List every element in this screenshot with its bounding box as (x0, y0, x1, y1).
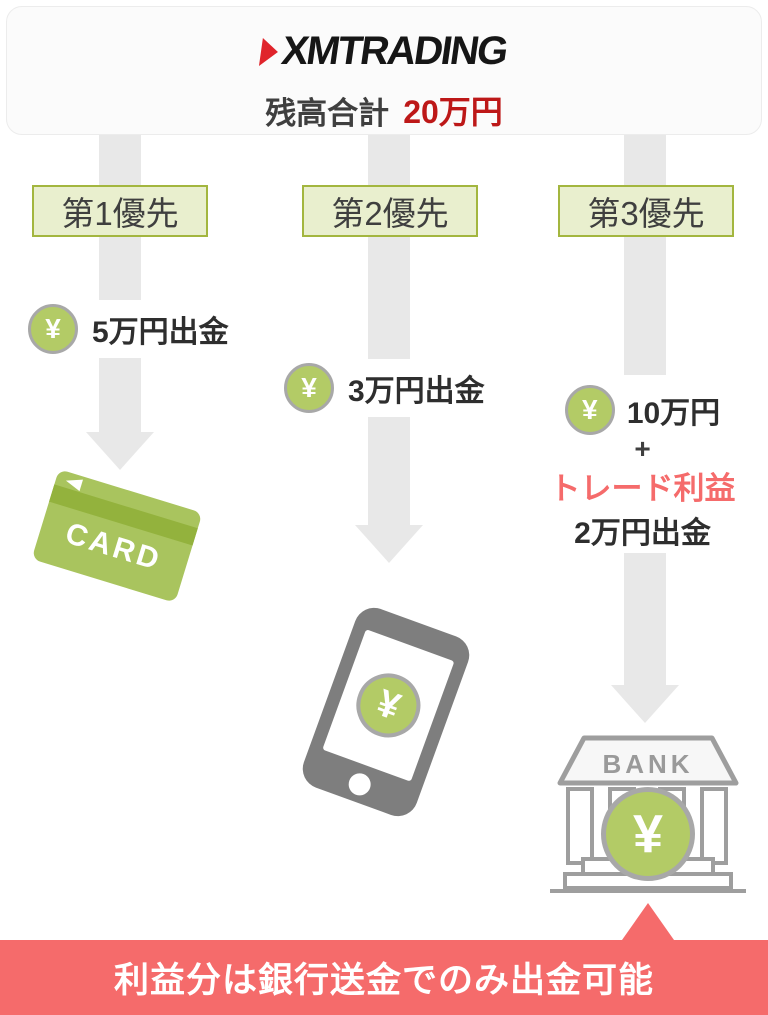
bank-label: BANK (602, 749, 693, 779)
phone-home-button (345, 770, 374, 799)
balance-label: 残高合計 (265, 95, 390, 131)
withdrawal-amount-3b: 2万円出金 (574, 517, 711, 550)
xmtrading-logo: XMTRADING (258, 29, 510, 74)
balance-header-card: XMTRADING 残高合計 20万円 (6, 6, 762, 135)
yen-coin-icon: ¥ (601, 787, 695, 881)
priority-label-3: 第3優先 (558, 185, 734, 237)
phone-screen: ¥ (322, 629, 455, 782)
smartphone-graphic: ¥ (297, 602, 475, 822)
banner-pointer-icon (622, 903, 674, 940)
flow-arrow-shaft-1 (99, 135, 141, 432)
logo-row: XMTRADING (7, 29, 761, 73)
plus-sign: + (634, 433, 651, 464)
logo-text: XMTRADING (279, 28, 510, 73)
priority-label-1: 第1優先 (32, 185, 208, 237)
yen-coin-icon: ¥ (564, 385, 615, 435)
withdrawal-box-1: ¥ 5万円出金 (16, 300, 230, 358)
logo-arrow-icon (259, 37, 281, 65)
yen-coin-icon: ¥ (28, 304, 78, 354)
withdrawal-amount-1: 5万円出金 (92, 316, 229, 349)
yen-coin-icon: ¥ (284, 363, 334, 413)
withdrawal-box-3-amount-row: ¥ 10万円 (564, 385, 721, 435)
balance-row: 残高合計 20万円 (7, 87, 761, 133)
credit-card-graphic: CARD (31, 469, 203, 603)
arrow-down-icon (611, 685, 679, 723)
withdrawal-box-3: ¥ 10万円 + トレード利益 2万円出金 (533, 375, 752, 553)
withdrawal-amount-3: 10万円 (626, 397, 721, 430)
withdrawal-box-2: ¥ 3万円出金 (272, 359, 502, 417)
withdrawal-amount-2: 3万円出金 (348, 375, 485, 408)
footer-note: 利益分は銀行送金でのみ出金可能 (113, 961, 654, 1000)
arrow-down-icon (355, 525, 423, 563)
arrow-down-icon (86, 432, 154, 470)
priority-label-2: 第2優先 (302, 185, 478, 237)
footer-banner: 利益分は銀行送金でのみ出金可能 (0, 940, 768, 1015)
balance-value: 20万円 (403, 94, 503, 130)
trade-profit-label: トレード利益 (549, 471, 736, 506)
yen-coin-icon: ¥ (347, 664, 430, 747)
